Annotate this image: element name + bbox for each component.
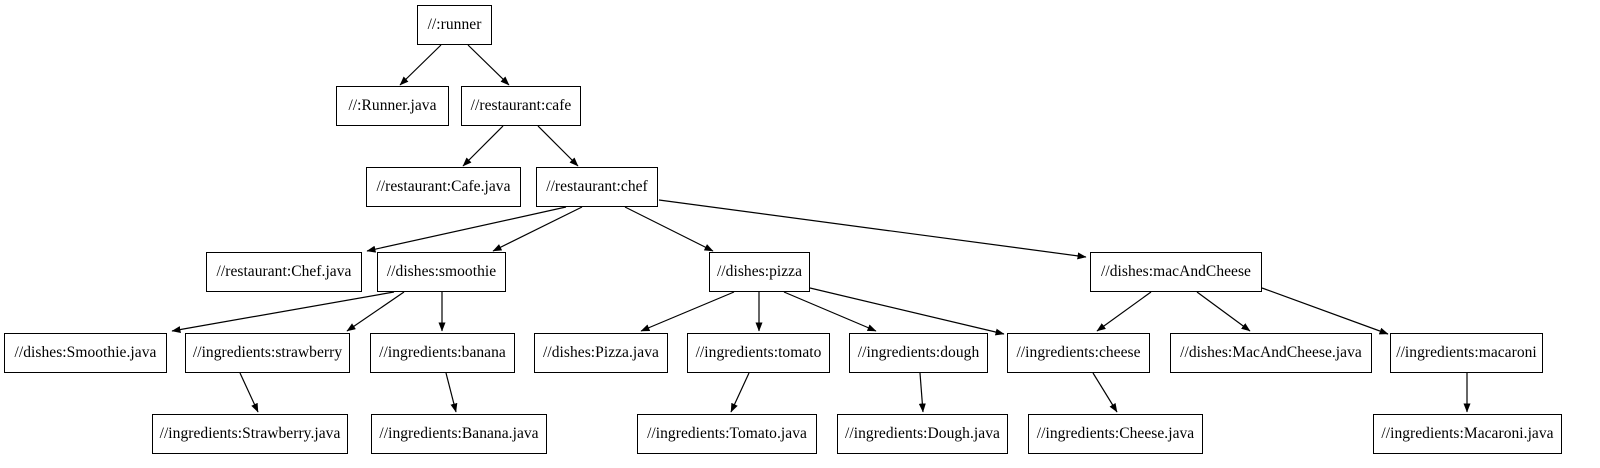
graph-edge <box>624 206 714 252</box>
graph-node-label: //ingredients:strawberry <box>192 344 343 362</box>
graph-node-label: //restaurant:cafe <box>470 97 572 115</box>
graph-edge <box>467 44 510 86</box>
graph-node-label: //ingredients:Cheese.java <box>1036 425 1195 443</box>
graph-node-runner-java[interactable]: //:Runner.java <box>336 86 449 126</box>
graph-node-label: //ingredients:dough <box>857 344 980 362</box>
graph-node-label: //ingredients:Tomato.java <box>647 425 807 443</box>
graph-node-dishes-pizza[interactable]: //dishes:pizza <box>709 252 810 292</box>
graph-node-label: //ingredients:cheese <box>1016 344 1141 362</box>
graph-node-label: //ingredients:tomato <box>695 344 822 362</box>
graph-node-ing-dough[interactable]: //ingredients:dough <box>849 333 988 373</box>
graph-node-dishes-macandcheese[interactable]: //dishes:macAndCheese <box>1090 252 1262 292</box>
graph-node-label: //ingredients:Strawberry.java <box>159 425 341 443</box>
graph-node-label: //dishes:pizza <box>716 263 803 281</box>
graph-node-label: //ingredients:banana <box>379 344 506 362</box>
graph-node-ing-dough-java[interactable]: //ingredients:Dough.java <box>837 414 1008 454</box>
graph-node-label: //restaurant:chef <box>546 178 648 196</box>
graph-edge <box>346 291 405 332</box>
graph-edge <box>239 372 259 413</box>
graph-node-label: //dishes:Smoothie.java <box>14 344 157 362</box>
graph-edge <box>366 206 567 253</box>
graph-node-label: //:Runner.java <box>348 97 437 115</box>
graph-edge <box>462 125 504 167</box>
graph-node-ing-strawberry-java[interactable]: //ingredients:Strawberry.java <box>152 414 348 454</box>
graph-node-ing-banana-java[interactable]: //ingredients:Banana.java <box>371 414 547 454</box>
graph-node-dishes-pizza-java[interactable]: //dishes:Pizza.java <box>534 333 668 373</box>
graph-node-restaurant-cafe[interactable]: //restaurant:cafe <box>461 86 581 126</box>
graph-node-ing-cheese-java[interactable]: //ingredients:Cheese.java <box>1028 414 1203 454</box>
graph-node-label: //ingredients:Banana.java <box>379 425 539 443</box>
graph-node-ing-cheese[interactable]: //ingredients:cheese <box>1007 333 1150 373</box>
graph-node-label: //ingredients:macaroni <box>1396 344 1537 362</box>
graph-edge <box>1092 372 1118 413</box>
graph-edge <box>658 199 1087 260</box>
graph-node-ing-strawberry[interactable]: //ingredients:strawberry <box>185 333 350 373</box>
graph-edge <box>1261 287 1389 335</box>
graph-edge <box>1196 291 1251 332</box>
graph-node-restaurant-chef-java[interactable]: //restaurant:Chef.java <box>206 252 362 292</box>
graph-node-label: //dishes:smoothie <box>386 263 497 281</box>
graph-edge <box>537 125 579 167</box>
graph-edge <box>399 44 442 86</box>
graph-node-dishes-smoothie[interactable]: //dishes:smoothie <box>377 252 506 292</box>
graph-node-dishes-macandcheese-java[interactable]: //dishes:MacAndCheese.java <box>1170 333 1372 373</box>
graph-edge <box>1096 291 1152 332</box>
graph-edge <box>171 291 395 333</box>
graph-edge <box>492 206 583 252</box>
graph-edge <box>640 291 735 332</box>
graph-node-label: //dishes:macAndCheese <box>1101 263 1251 281</box>
graph-node-label: //ingredients:Dough.java <box>845 425 1000 443</box>
graph-node-label: //restaurant:Chef.java <box>216 263 352 281</box>
graph-node-label: //dishes:MacAndCheese.java <box>1180 344 1362 362</box>
graph-node-label: //restaurant:Cafe.java <box>376 178 511 196</box>
graph-node-ing-tomato-java[interactable]: //ingredients:Tomato.java <box>637 414 817 454</box>
graph-node-dishes-smoothie-java[interactable]: //dishes:Smoothie.java <box>4 333 167 373</box>
graph-node-ing-banana[interactable]: //ingredients:banana <box>370 333 515 373</box>
graph-edge <box>445 372 458 413</box>
graph-edge <box>918 372 926 413</box>
graph-node-restaurant-cafe-java[interactable]: //restaurant:Cafe.java <box>366 167 521 207</box>
graph-node-runner[interactable]: //:runner <box>417 5 492 45</box>
graph-node-label: //ingredients:Macaroni.java <box>1381 425 1554 443</box>
graph-edge <box>730 372 750 413</box>
graph-node-ing-tomato[interactable]: //ingredients:tomato <box>687 333 830 373</box>
graph-node-ing-macaroni-java[interactable]: //ingredients:Macaroni.java <box>1373 414 1562 454</box>
graph-edge <box>809 287 1005 336</box>
graph-node-ing-macaroni[interactable]: //ingredients:macaroni <box>1390 333 1543 373</box>
graph-edge <box>783 291 877 332</box>
graph-node-label: //dishes:Pizza.java <box>543 344 659 362</box>
graph-node-restaurant-chef[interactable]: //restaurant:chef <box>536 167 658 207</box>
graph-node-label: //:runner <box>427 16 482 34</box>
